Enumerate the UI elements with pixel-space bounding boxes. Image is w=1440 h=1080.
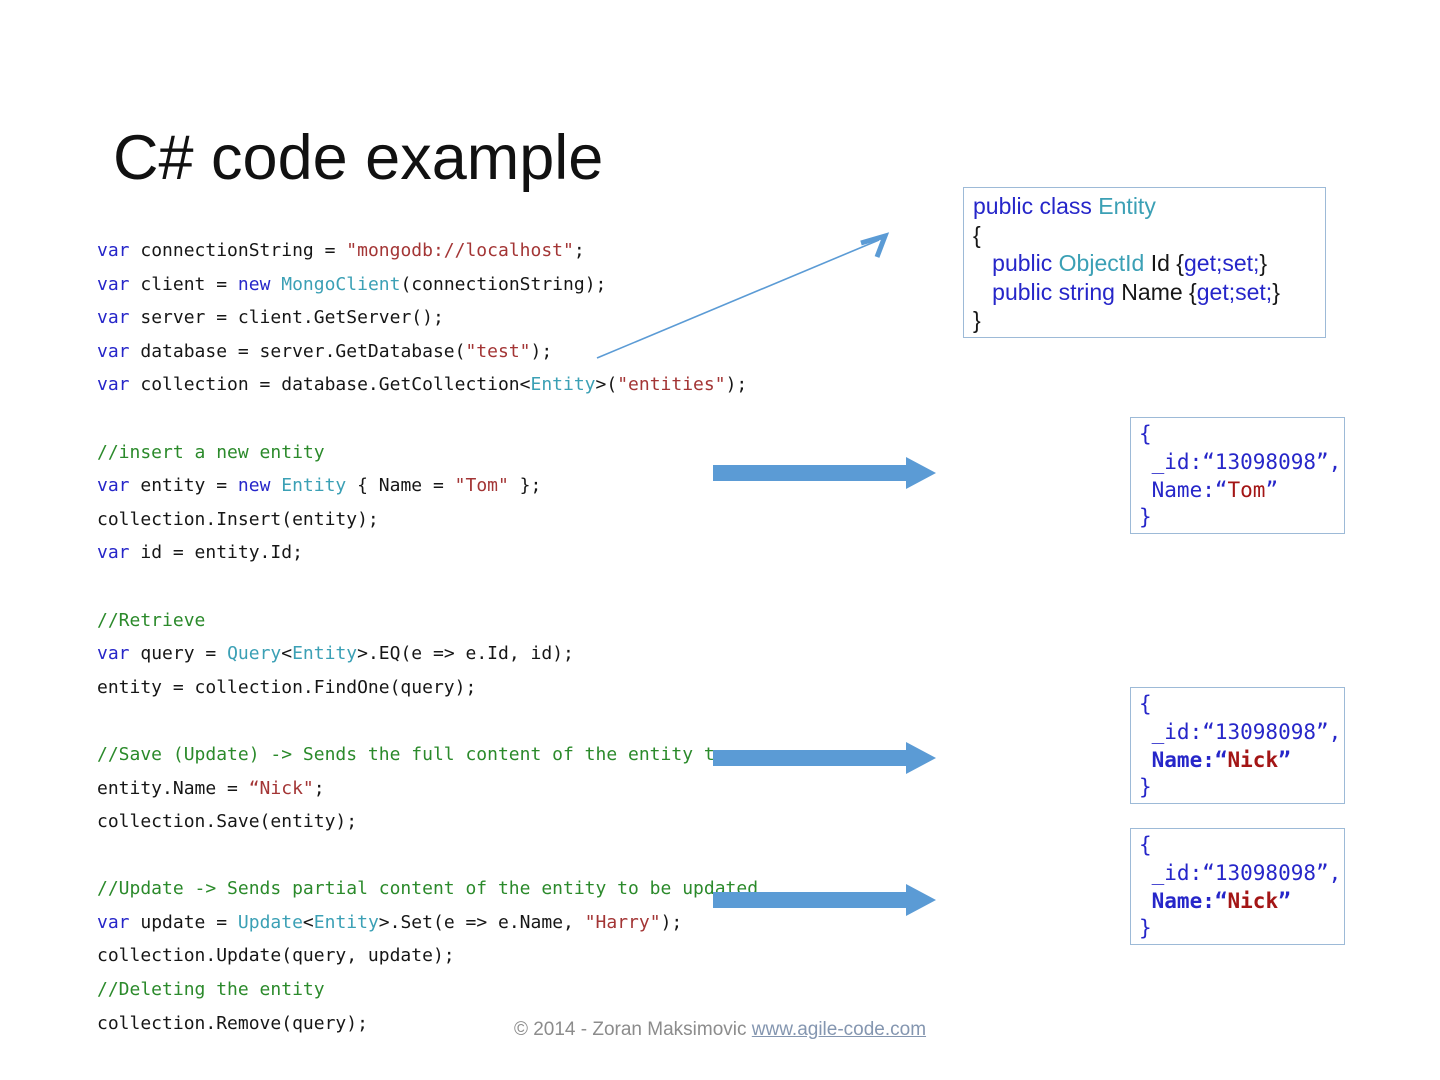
- code-line: collection.Update(query, update);: [97, 945, 455, 967]
- entity-class-code: public class Entity{ public ObjectId Id …: [973, 192, 1325, 335]
- code-line: var server = client.GetServer();: [97, 307, 444, 329]
- slide-title: C# code example: [113, 123, 604, 193]
- code-line: {: [1139, 692, 1152, 716]
- code-line: public class Entity: [973, 193, 1156, 219]
- code-line: {: [1139, 422, 1152, 446]
- code-line: [97, 839, 758, 873]
- code-line: {: [973, 221, 981, 248]
- code-line: var entity = new Entity { Name = "Tom" }…: [97, 475, 542, 497]
- code-line: [97, 570, 758, 604]
- code-line: {: [1139, 833, 1152, 857]
- json-doc-box-tom: { _id:“13098098”, Name:“Tom”}: [1130, 417, 1345, 534]
- code-line: _id:“13098098”,: [1139, 449, 1342, 474]
- code-line: collection.Save(entity);: [97, 811, 358, 833]
- code-line: [97, 402, 758, 436]
- code-line: }: [1139, 916, 1152, 941]
- code-line: }: [1139, 505, 1152, 530]
- code-line: public ObjectId Id {get;set;}: [992, 250, 1268, 277]
- code-line: var collection = database.GetCollection<…: [97, 374, 748, 396]
- json-doc-tom-code: { _id:“13098098”, Name:“Tom”}: [1139, 421, 1344, 532]
- code-line: var database = server.GetDatabase("test"…: [97, 340, 553, 362]
- code-line: //insert a new entity: [97, 441, 325, 463]
- code-line: entity.Name = “Nick";: [97, 777, 325, 799]
- code-line: Name:“Nick”: [1139, 747, 1291, 772]
- code-line: var connectionString = "mongodb://localh…: [97, 240, 585, 261]
- code-line: _id:“13098098”,: [1139, 719, 1342, 744]
- code-line: }: [973, 307, 981, 334]
- json-doc-nick-update-code: { _id:“13098098”, Name:“Nick”}: [1139, 832, 1344, 943]
- code-line: Name:“Tom”: [1139, 477, 1279, 502]
- code-line: }: [1139, 775, 1152, 800]
- code-line: //Save (Update) -> Sends the full conten…: [97, 743, 715, 765]
- code-line: //Update -> Sends partial content of the…: [97, 878, 759, 900]
- code-line: var query = Query<Entity>.EQ(e => e.Id, …: [97, 643, 574, 665]
- code-line: collection.Insert(entity);: [97, 508, 379, 530]
- code-line: //Retrieve: [97, 609, 206, 631]
- code-line: collection.Remove(query);: [97, 1012, 368, 1034]
- code-line: var update = Update<Entity>.Set(e => e.N…: [97, 911, 683, 933]
- json-doc-nick-save-code: { _id:“13098098”, Name:“Nick”}: [1139, 691, 1344, 802]
- code-line: [97, 704, 758, 738]
- code-line: _id:“13098098”,: [1139, 860, 1342, 885]
- code-line: //Deleting the entity: [97, 979, 325, 1001]
- code-line: public string Name {get;set;}: [992, 278, 1280, 305]
- code-block: var connectionString = "mongodb://localh…: [97, 234, 758, 1040]
- footer: © 2014 - Zoran Maksimovic www.agile-code…: [0, 1019, 1440, 1041]
- code-line: entity = collection.FindOne(query);: [97, 676, 477, 698]
- json-doc-box-nick-update: { _id:“13098098”, Name:“Nick”}: [1130, 828, 1345, 945]
- code-line: Name:“Nick”: [1139, 888, 1291, 913]
- code-line: var client = new MongoClient(connectionS…: [97, 273, 607, 295]
- footer-copyright: © 2014 - Zoran Maksimovic: [513, 1019, 752, 1040]
- footer-link[interactable]: www.agile-code.com: [751, 1019, 927, 1040]
- code-line: var id = entity.Id;: [97, 542, 303, 564]
- json-doc-box-nick-save: { _id:“13098098”, Name:“Nick”}: [1130, 687, 1345, 804]
- entity-class-box: public class Entity{ public ObjectId Id …: [963, 187, 1326, 338]
